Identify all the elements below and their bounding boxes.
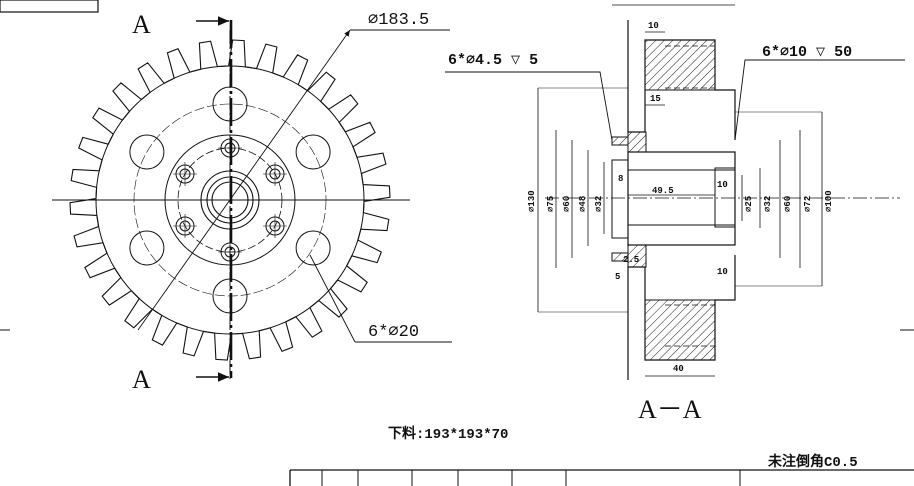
front-view: A A ∅183.5 6*∅20 [52,10,452,394]
large-hole [295,230,331,266]
outer-diameter-leader [137,29,351,331]
dia-label-32-left: ∅32 [594,196,604,212]
hatch-upper-web [627,131,647,153]
large-holes-group [129,86,331,314]
dia-label-48: ∅48 [578,196,588,212]
large-hole [129,134,165,170]
dim-text-49-5: 49.5 [652,186,674,196]
bore-circle-mid [206,176,254,224]
large-hole [295,134,331,170]
dim-text-10-mid: 10 [717,180,728,190]
dim-text-15: 15 [650,94,661,104]
right-hole-leader [734,59,905,141]
dia-label-72: ∅72 [803,196,813,212]
section-label-top: A [132,10,151,39]
section-label-bottom: A [132,365,151,394]
chamfer-note: 未注倒角C0.5 [768,453,858,471]
dia-label-130: ∅130 [527,190,537,212]
bore-circle-outer [200,170,260,230]
hatch-upper-ring [644,39,716,91]
left-hole-leader [445,71,613,141]
section-outline-top [627,20,736,140]
hole-leader [309,254,356,343]
dia-label-60-left: ∅60 [562,196,572,212]
hatch-flange-bottom [611,252,629,262]
large-hole-pitch-circle [133,103,327,297]
dim-text-5: 5 [615,272,620,282]
dim-text-top-10: 10 [648,21,659,31]
outer-diameter-label: ∅183.5 [368,11,429,30]
hatch-lower-ring [644,299,716,361]
hub-body [627,151,736,246]
dia-label-25: ∅25 [744,196,754,212]
counterbore-left [611,159,629,239]
section-view: 6*∅4.5 ▽ 5 6*∅10 ▽ 50 A－A 10 15 8 49.5 1… [445,4,905,424]
dim-text-10-low: 10 [717,267,728,277]
dia-label-60-right: ∅60 [783,196,793,212]
dim-text-2-5: 2.5 [623,255,639,265]
bore-circle-inner [211,181,249,219]
hatch-flange-top [611,136,629,146]
right-hole-label: 6*∅10 ▽ 50 [762,44,852,61]
bore-channel [627,169,736,226]
left-hole-label: 6*∅4.5 ▽ 5 [448,52,538,69]
hole-pattern-label: 6*∅20 [368,323,419,342]
title-block-table [289,469,914,486]
gear-tooth-outline [69,39,391,361]
hub-outer-circle [164,134,296,266]
section-title: A－A [638,395,702,424]
dim-text-40: 40 [673,364,684,374]
dim-text-8: 8 [618,174,623,184]
title-block-corner [0,0,99,13]
large-hole [129,230,165,266]
stock-size-note: 下料:193*193*70 [388,425,508,443]
large-hole [212,278,248,314]
large-hole [212,86,248,122]
step-right [714,167,736,228]
section-outline-bottom [627,255,736,380]
dia-label-75: ∅75 [546,196,556,212]
dia-label-100: ∅100 [824,190,834,212]
dia-label-32-right: ∅32 [763,196,773,212]
small-holes-group [173,136,287,264]
